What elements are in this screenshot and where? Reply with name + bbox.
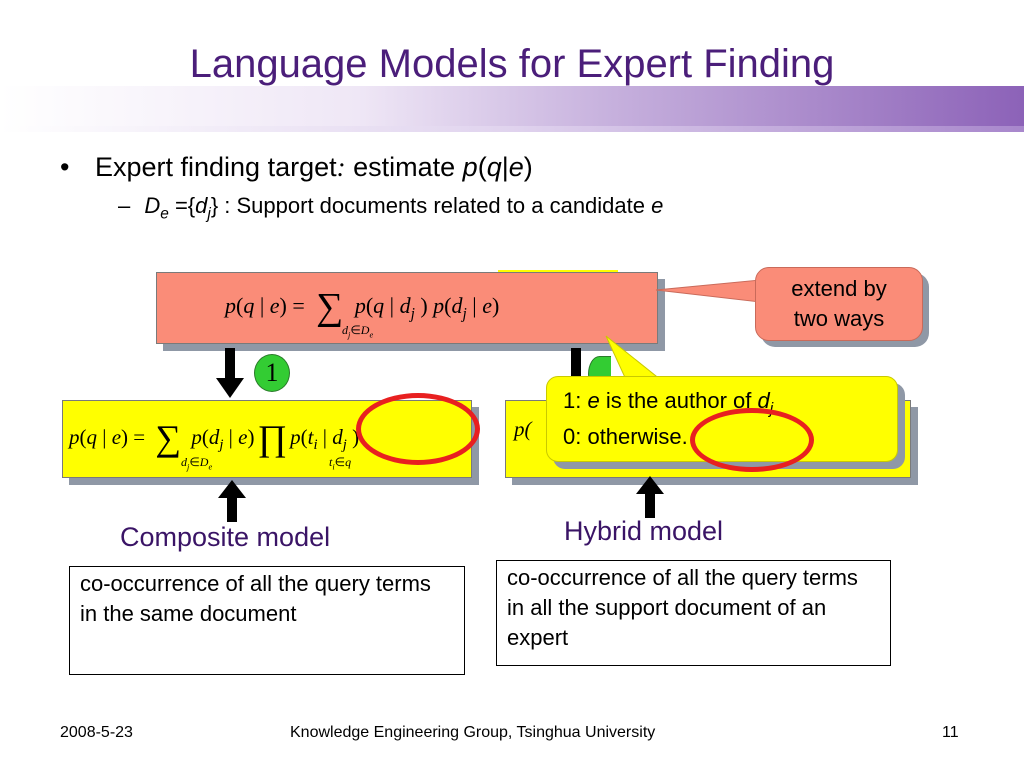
footer-organization: Knowledge Engineering Group, Tsinghua Un…: [290, 724, 656, 741]
callout-line1: extend by: [791, 276, 887, 301]
bullet-prefix: Expert finding target: [94, 152, 337, 182]
callout-line2: two ways: [793, 306, 885, 331]
bullet-dot: •: [60, 152, 70, 182]
dash-marker: –: [118, 193, 131, 218]
top-formula: p(q | e) = ∑ p(q | dj ) p(dj | e): [225, 286, 500, 328]
footer-page-number: 11: [942, 724, 959, 741]
header-band-accent: [0, 126, 1024, 132]
composite-model-label: Composite model: [120, 522, 331, 552]
composite-subscript-1: dj∈De: [181, 455, 213, 472]
composite-formula: p(q | e) = ∑ p(dj | e)∏p(ti | dj ): [69, 418, 360, 458]
tooltip-line2: 0: otherwise.: [563, 424, 688, 450]
composite-description: co-occurrence of all the query terms in …: [69, 566, 465, 675]
hybrid-formula-partial: p(: [514, 417, 532, 441]
slide-title: Language Models for Expert Finding: [189, 42, 835, 86]
header-band: [0, 86, 1024, 126]
step-1-badge: 1: [254, 354, 290, 392]
composite-subscript-2: ti∈q: [329, 455, 352, 472]
callout-extend: extend by two ways: [755, 267, 923, 341]
footer-date: 2008-5-23: [60, 724, 133, 741]
hybrid-description: co-occurrence of all the query terms in …: [496, 560, 891, 666]
highlight-ring-hybrid: [690, 408, 814, 472]
arrow-up-right: [636, 476, 664, 518]
tooltip-line1: 1: e is the author of dj: [563, 388, 774, 418]
bullet-support-docs: – De ={dj} : Support documents related t…: [118, 193, 664, 223]
bullet-expert-finding: • Expert finding target: estimate p(q|e): [60, 152, 533, 182]
top-formula-box: p(q | e) = ∑ p(q | dj ) p(dj | e) dj∈De: [156, 272, 658, 344]
arrow-up-left: [218, 480, 246, 522]
top-formula-subscript: dj∈De: [342, 323, 374, 340]
highlight-ring-composite: [356, 393, 480, 465]
hybrid-model-label: Hybrid model: [564, 516, 724, 546]
arrow-down-left: [216, 348, 244, 398]
